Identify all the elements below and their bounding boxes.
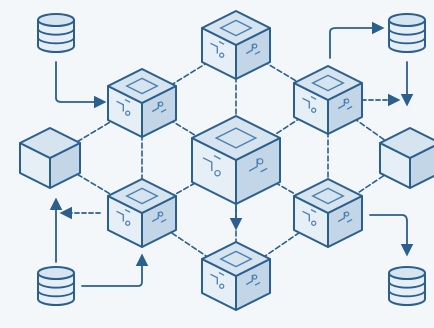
circuit-node bbox=[219, 283, 225, 289]
arrow-cube-to-db-top-right bbox=[329, 21, 385, 59]
circuit-pattern bbox=[116, 99, 131, 112]
circuit-node bbox=[344, 211, 350, 217]
circuit-node bbox=[252, 43, 258, 49]
upper-left-cube bbox=[107, 68, 177, 138]
circuit-pattern bbox=[302, 209, 317, 222]
circuit-node bbox=[219, 52, 225, 58]
right-cube bbox=[379, 127, 434, 189]
lower-right-cube bbox=[293, 178, 363, 248]
database-band bbox=[388, 281, 426, 289]
database-band bbox=[37, 290, 75, 298]
circuit-node bbox=[311, 107, 317, 113]
database-top bbox=[388, 13, 426, 27]
database-body bbox=[388, 20, 426, 53]
circuit-pattern bbox=[210, 272, 225, 285]
circuit-pattern bbox=[311, 187, 345, 205]
database-top bbox=[388, 266, 426, 280]
circuit-pattern bbox=[302, 96, 317, 109]
circuit-pattern bbox=[210, 41, 225, 54]
db-top-left bbox=[37, 13, 75, 53]
cube-top-face bbox=[293, 65, 363, 101]
database-band bbox=[37, 281, 75, 289]
arrow-cube-to-db-bottom-right bbox=[369, 214, 414, 257]
top-cube bbox=[201, 10, 271, 80]
arrow-db-bottom-left-to-cube bbox=[81, 253, 149, 287]
database-band bbox=[388, 290, 426, 298]
cube-top-face bbox=[191, 115, 281, 161]
database-band bbox=[388, 37, 426, 45]
circuit-node bbox=[344, 98, 350, 104]
db-bottom-right bbox=[388, 266, 426, 306]
database-band bbox=[37, 28, 75, 36]
left-cube bbox=[19, 127, 81, 189]
database-body bbox=[388, 273, 426, 306]
circuit-node bbox=[125, 220, 131, 226]
lower-left-cube bbox=[107, 178, 177, 248]
upper-right-cube bbox=[293, 65, 363, 135]
circuit-pattern bbox=[219, 19, 253, 37]
arrow-db-top-left-to-cube bbox=[55, 61, 107, 109]
circuit-pattern bbox=[214, 127, 258, 149]
cube-top-face bbox=[201, 241, 271, 277]
database-top bbox=[37, 266, 75, 280]
circuit-pattern bbox=[202, 155, 221, 171]
circuit-node bbox=[252, 274, 258, 280]
circuit-node bbox=[125, 110, 131, 116]
db-bottom-left bbox=[37, 266, 75, 306]
circuit-node bbox=[214, 169, 221, 177]
circuit-node bbox=[311, 220, 317, 226]
cube-top-face bbox=[293, 178, 363, 214]
circuit-node bbox=[158, 101, 164, 107]
db-top-right bbox=[388, 13, 426, 53]
center-cube bbox=[191, 115, 281, 205]
cube-top-face bbox=[107, 178, 177, 214]
circuit-node bbox=[158, 211, 164, 217]
database-band bbox=[388, 28, 426, 36]
bottom-cube bbox=[201, 241, 271, 311]
database-body bbox=[37, 273, 75, 306]
circuit-node bbox=[256, 158, 264, 165]
circuit-pattern bbox=[311, 74, 345, 92]
circuit-pattern bbox=[219, 250, 253, 268]
database-body bbox=[37, 20, 75, 53]
circuit-pattern bbox=[125, 187, 159, 205]
circuit-pattern bbox=[125, 77, 159, 95]
cube-top-face bbox=[201, 10, 271, 46]
cube-top-face bbox=[19, 127, 81, 159]
circuit-pattern bbox=[116, 209, 131, 222]
network-nodes bbox=[19, 10, 434, 311]
database-band bbox=[37, 37, 75, 45]
database-top bbox=[37, 13, 75, 27]
cube-top-face bbox=[107, 68, 177, 104]
cube-top-face bbox=[379, 127, 434, 159]
